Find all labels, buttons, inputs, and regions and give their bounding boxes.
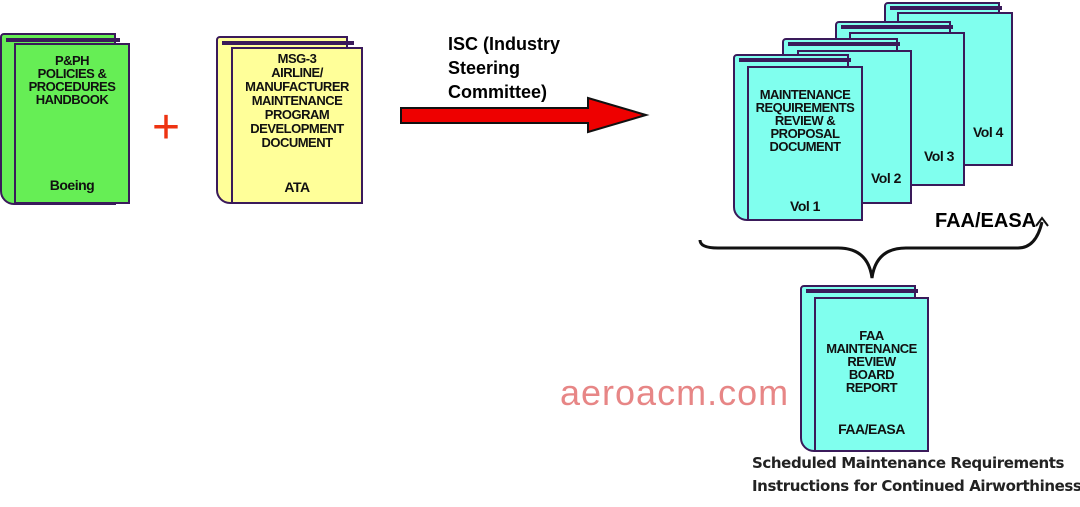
book-title: MAINTENANCE REQUIREMENTS REVIEW & PROPOS… bbox=[755, 87, 855, 154]
book-title: FAA MAINTENANCE REVIEW BOARD REPORT bbox=[826, 328, 917, 395]
caption-line-2: Instructions for Continued Airworthiness bbox=[752, 477, 1080, 495]
book-publisher: Boeing bbox=[49, 177, 95, 193]
book-title: P&PH POLICIES & PROCEDURES HANDBOOK bbox=[28, 53, 116, 107]
watermark: aeroacm.com bbox=[560, 372, 790, 413]
isc-label: ISC (Industry Steering Committee) bbox=[448, 34, 561, 102]
vol-label: Vol 3 bbox=[924, 148, 954, 164]
faa-easa-label: FAA/EASA bbox=[935, 210, 1037, 232]
vol-label: Vol 2 bbox=[871, 170, 901, 186]
book-publisher: ATA bbox=[284, 179, 310, 195]
right-arrow bbox=[400, 96, 650, 134]
vol-label: Vol 1 bbox=[790, 198, 820, 214]
book-publisher: FAA/EASA bbox=[838, 421, 905, 437]
vol-label: Vol 4 bbox=[973, 124, 1003, 140]
caption-line-1: Scheduled Maintenance Requirements bbox=[752, 454, 1065, 472]
curly-brace bbox=[698, 216, 1049, 279]
book-title: MSG-3 AIRLINE/ MANUFACTURER MAINTENANCE … bbox=[245, 51, 349, 150]
plus-sign: + bbox=[152, 101, 181, 154]
